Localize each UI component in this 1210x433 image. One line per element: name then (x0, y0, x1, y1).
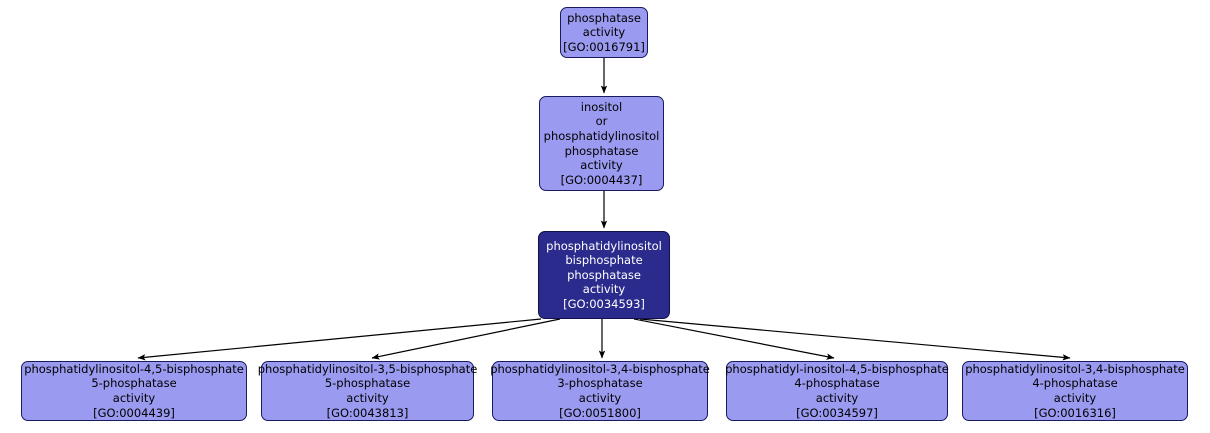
go-id-label: [GO:0051800] (559, 405, 641, 420)
go-id-label: [GO:0016791] (563, 39, 645, 54)
go-term-line: phosphatidylinositol-4,5-bisphosphate (24, 361, 244, 376)
go-term-line: phosphatidylinositol (546, 238, 662, 253)
go-term-line: activity (346, 391, 389, 405)
go-term-line: activity (582, 25, 626, 40)
go-id-label: [GO:0004439] (93, 405, 175, 420)
go-id-label: [GO:0034593] (563, 296, 645, 311)
go-term-line: 4-phosphatase (794, 376, 880, 391)
go-id-label: [GO:0004437] (560, 172, 643, 187)
go-term-line: or (595, 114, 608, 129)
go-term-line: phosphatidyl-inositol-4,5-bisphosphate (725, 361, 949, 376)
go-term-line: activity (1053, 391, 1097, 405)
go-id-label: [GO:0034597] (796, 405, 878, 420)
go-id-label: [GO:0043813] (326, 405, 409, 420)
go-term-line: activity (112, 391, 156, 405)
go-term-line: phosphatidylinositol-3,4-bisphosphate (490, 361, 710, 376)
go-term-line: phosphatidylinositol (543, 128, 660, 143)
go-term-line: phosphatase (564, 143, 639, 158)
go-term-line: phosphatidylinositol-3,4-bisphosphate (965, 361, 1185, 376)
go-term-line: phosphatidylinositol-3,5-bisphosphate (257, 361, 478, 376)
go-term-line: activity (580, 158, 623, 173)
edge-GO0034593-to-GO0016316 (639, 318, 1071, 361)
go-term-line: phosphatase (567, 267, 641, 282)
go-term-line: bisphosphate (565, 253, 643, 268)
go-id-label: [GO:0016316] (1034, 405, 1116, 420)
go-term-line: inositol (580, 99, 623, 114)
edge-GO0034593-to-GO0004439 (137, 318, 542, 361)
go-term-line: activity (815, 391, 859, 405)
go-term-line: 3-phosphatase (557, 376, 643, 391)
go-term-line: activity (582, 282, 626, 297)
go-term-line: 5-phosphatase (91, 376, 177, 391)
go-term-line: 5-phosphatase (324, 376, 411, 391)
go-term-line: activity (578, 391, 622, 405)
go-term-line: 4-phosphatase (1032, 376, 1118, 391)
go-term-line: phosphatase (567, 10, 641, 25)
edge-GO0034593-to-GO0034597 (633, 318, 835, 360)
edge-GO0034593-to-GO0043813 (371, 318, 561, 360)
